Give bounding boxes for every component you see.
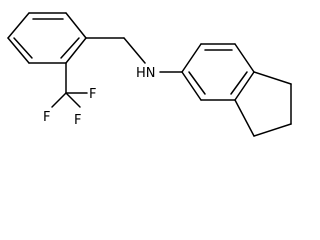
indane-cyclopentane-ring [234, 71, 292, 137]
chemical-structure: HN F F F [7, 12, 292, 137]
nh-label: HN [136, 66, 156, 81]
fluorine-label-bottom: F [74, 113, 81, 128]
fluorine-label-right: F [89, 87, 96, 102]
benzene-ring-left [7, 12, 87, 64]
ch2-n-bond [123, 37, 146, 64]
trifluoromethyl-group: F F F [43, 62, 96, 128]
indane-aromatic-ring [181, 43, 255, 101]
fluorine-label-left: F [43, 110, 50, 125]
